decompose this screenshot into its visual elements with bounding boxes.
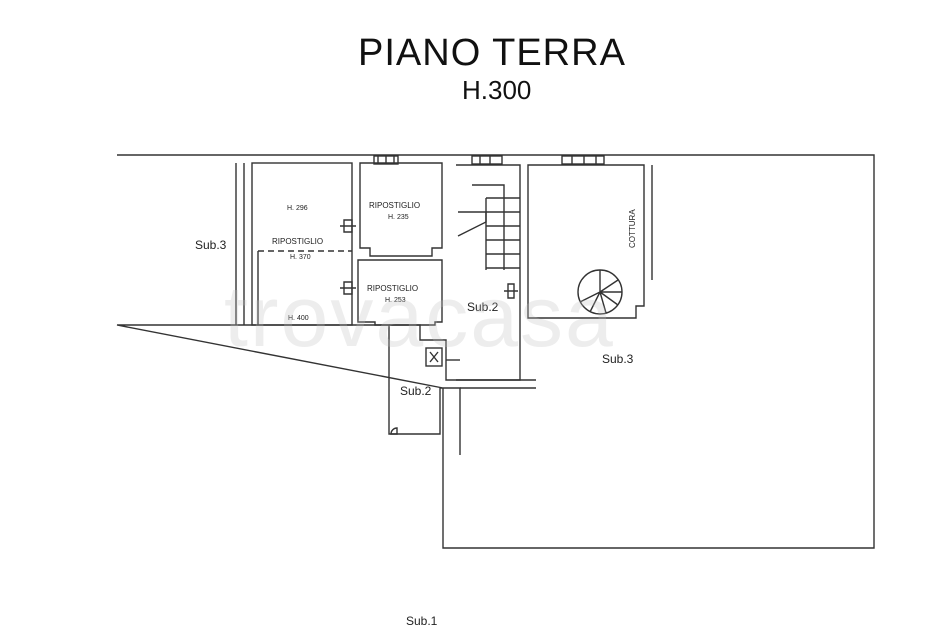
stair-steps <box>472 184 520 270</box>
label-cottura: COTTURA <box>628 209 637 248</box>
label-ripostiglio-b-height: H. 235 <box>388 214 409 221</box>
label-sub3-right: Sub.3 <box>602 352 634 366</box>
label-ripostiglio-c-height: H. 253 <box>385 297 406 304</box>
label-sub2-lower: Sub.2 <box>400 384 432 398</box>
label-h296: H. 296 <box>287 205 308 212</box>
door-1 <box>340 219 356 233</box>
label-h400: H. 400 <box>288 315 309 322</box>
label-sub3-left: Sub.3 <box>195 238 227 252</box>
wall-ripostiglio-b <box>359 162 443 257</box>
window-2 <box>471 155 503 165</box>
wall-cottura <box>527 164 645 319</box>
label-sub2-upper: Sub.2 <box>467 300 499 314</box>
wall-ripostiglio-c <box>357 259 443 326</box>
door-3 <box>504 283 518 299</box>
outer-wall <box>116 154 875 549</box>
stair-arrow <box>457 211 487 237</box>
door-arc <box>390 427 398 435</box>
floor-height: H.300 <box>462 75 532 105</box>
label-ripostiglio-b: RIPOSTIGLIO <box>369 201 421 210</box>
label-ripostiglio-a-height: H. 370 <box>290 254 311 261</box>
wall-sub2-lower <box>389 324 536 389</box>
door-2 <box>340 281 356 295</box>
wall-stair <box>456 164 521 381</box>
plan-title: PIANO TERRA <box>358 32 626 74</box>
label-sub1: Sub.1 <box>406 614 438 628</box>
wall-room-h296 <box>251 162 353 326</box>
label-ripostiglio-a: RIPOSTIGLIO <box>272 237 324 246</box>
window-3 <box>561 155 605 165</box>
label-ripostiglio-c: RIPOSTIGLIO <box>367 284 419 293</box>
door-symbol <box>425 347 443 367</box>
